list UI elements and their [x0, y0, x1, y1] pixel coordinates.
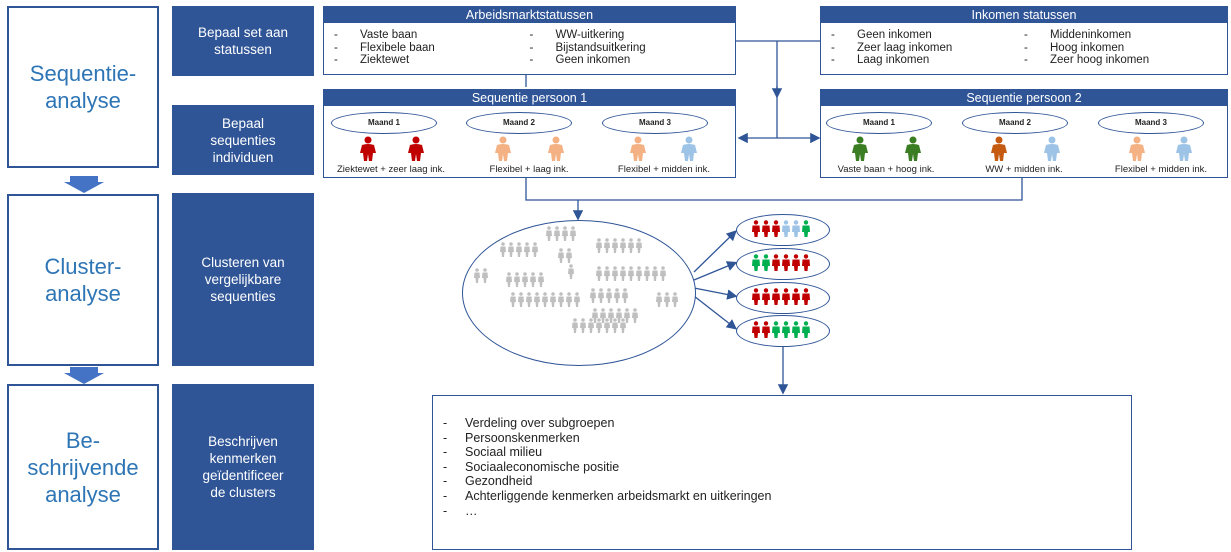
- month-1-label: Maand 1: [826, 112, 932, 134]
- step-beschrijven: Beschrijven kenmerken geïdentificeer de …: [172, 384, 314, 550]
- month-3-label: Maand 3: [1098, 112, 1204, 134]
- month-3-caption: Flexibel + midden ink.: [1114, 164, 1208, 175]
- list-item: Geen inkomen: [530, 54, 726, 67]
- step-bepaal-statussen: Bepaal set aan statussen: [172, 6, 314, 76]
- list-item: Hoog inkomen: [1024, 42, 1217, 55]
- person-icon: [852, 136, 868, 161]
- person-icon: [630, 136, 646, 161]
- month-3-caption: Flexibel + midden ink.: [617, 164, 711, 175]
- sequence-person-2-title: Sequentie persoon 2: [821, 90, 1227, 106]
- labor-status-col1: Vaste baan Flexibele baan Ziektewet: [334, 29, 530, 67]
- population-oval: [462, 220, 696, 366]
- person-icon: [1044, 136, 1060, 161]
- income-status-col1: Geen inkomen Zeer laag inkomen Laag inko…: [831, 29, 1024, 67]
- list-item: …: [443, 504, 1131, 519]
- person-icon: [1176, 136, 1192, 161]
- month-1-label: Maand 1: [331, 112, 437, 134]
- labor-status-col2: WW-uitkering Bijstandsuitkering Geen ink…: [530, 29, 726, 67]
- crowd-icon: [474, 226, 678, 333]
- month-2-label: Maand 2: [962, 112, 1068, 134]
- list-item: Achterliggende kenmerken arbeidsmarkt en…: [443, 489, 1131, 504]
- month-2-caption: Flexibel + laag ink.: [489, 164, 569, 175]
- person-icon: [991, 136, 1007, 161]
- list-item: Ziektewet: [334, 54, 530, 67]
- down-arrow-icon: [64, 176, 104, 193]
- labor-status-title: Arbeidsmarktstatussen: [324, 7, 735, 23]
- list-item: Sociaaleconomische positie: [443, 460, 1131, 475]
- person-icon: [495, 136, 511, 161]
- phase-sequentie-analyse: Sequentie- analyse: [7, 6, 159, 168]
- list-item: Zeer laag inkomen: [831, 42, 1024, 55]
- list-item: Geen inkomen: [831, 29, 1024, 42]
- list-item: Bijstandsuitkering: [530, 42, 726, 55]
- sequence-person-1-title: Sequentie persoon 1: [324, 90, 735, 106]
- person-icon: [905, 136, 921, 161]
- month-1-caption: Vaste baan + hoog ink.: [837, 164, 935, 175]
- down-arrow-icon: [64, 367, 104, 384]
- list-item: Verdeling over subgroepen: [443, 416, 1131, 431]
- list-item: WW-uitkering: [530, 29, 726, 42]
- list-item: Zeer hoog inkomen: [1024, 54, 1217, 67]
- person-icon: [408, 136, 424, 161]
- person-icon: [1129, 136, 1145, 161]
- list-item: Laag inkomen: [831, 54, 1024, 67]
- month-1-caption: Ziektewet + zeer laag ink.: [337, 164, 445, 175]
- month-3-label: Maand 3: [602, 112, 708, 134]
- person-icon: [681, 136, 697, 161]
- income-status-panel: Inkomen statussen Geen inkomen Zeer laag…: [820, 6, 1228, 75]
- list-item: Gezondheid: [443, 474, 1131, 489]
- step-bepaal-sequenties: Bepaal sequenties individuen: [172, 105, 314, 175]
- list-item: Persoonskenmerken: [443, 431, 1131, 446]
- sequence-person-2-panel: Sequentie persoon 2 Maand 1 Maand 2 Maan…: [820, 89, 1228, 178]
- sequence-person-1-panel: Sequentie persoon 1 Maand 1 Maand 2 Maan…: [323, 89, 736, 178]
- list-item: Flexibele baan: [334, 42, 530, 55]
- list-item: Sociaal milieu: [443, 445, 1131, 460]
- labor-status-panel: Arbeidsmarktstatussen Vaste baan Flexibe…: [323, 6, 736, 75]
- list-item: Vaste baan: [334, 29, 530, 42]
- month-2-label: Maand 2: [466, 112, 572, 134]
- phase-beschrijvende-analyse: Be- schrijvende analyse: [7, 384, 159, 550]
- list-item: Middeninkomen: [1024, 29, 1217, 42]
- description-box: Verdeling over subgroepen Persoonskenmer…: [432, 395, 1132, 550]
- income-status-title: Inkomen statussen: [821, 7, 1227, 23]
- income-status-col2: Middeninkomen Hoog inkomen Zeer hoog ink…: [1024, 29, 1217, 67]
- step-clusteren: Clusteren van vergelijkbare sequenties: [172, 193, 314, 366]
- phase-cluster-analyse: Cluster- analyse: [7, 194, 159, 366]
- person-icon: [548, 136, 564, 161]
- description-list: Verdeling over subgroepen Persoonskenmer…: [443, 416, 1131, 518]
- month-2-caption: WW + midden ink.: [985, 164, 1063, 175]
- cluster-people-icon: [752, 220, 810, 338]
- person-icon: [360, 136, 376, 161]
